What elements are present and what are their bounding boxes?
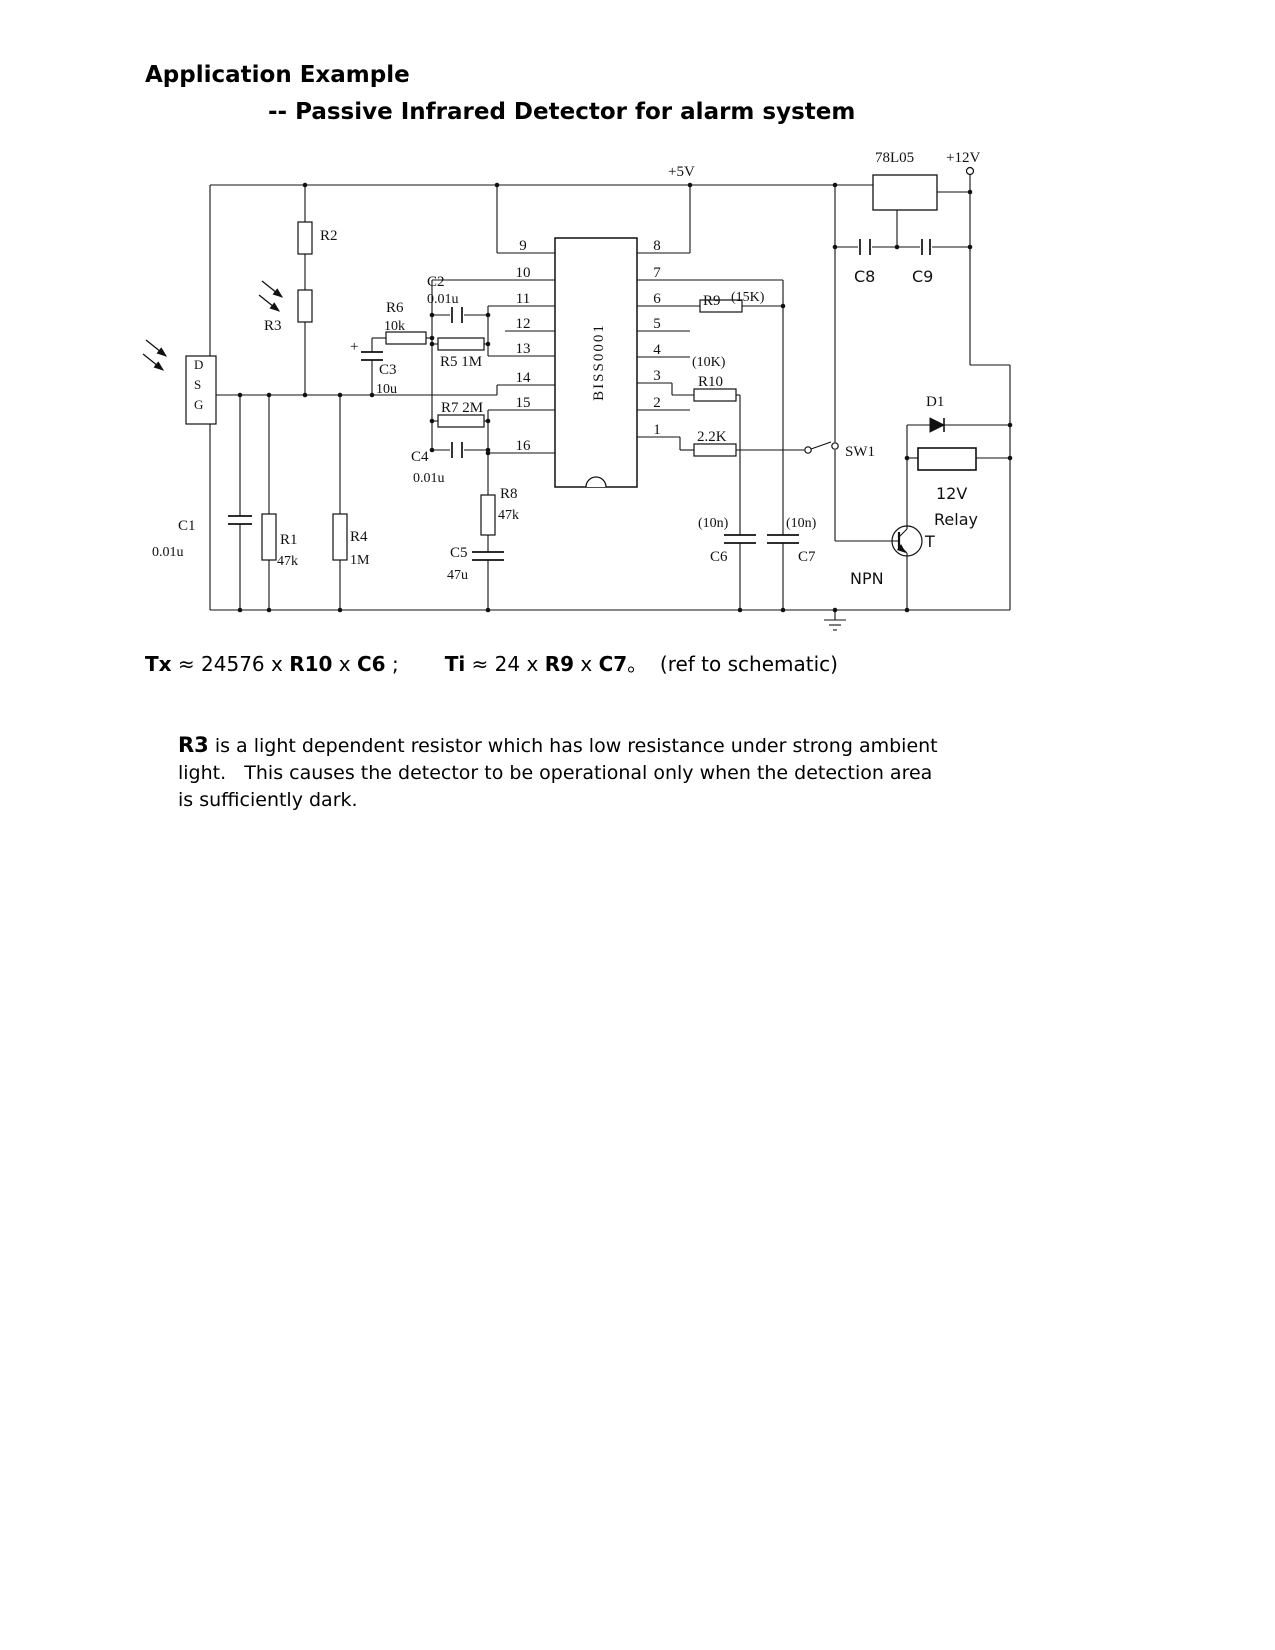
label-r4: R4 [350,529,368,545]
label-r3: R3 [264,318,282,334]
label-c1-value: 0.01u [152,545,184,560]
component-boxes [185,174,977,561]
label-c5: C5 [450,545,468,561]
label-c4-value: 0.01u [413,471,445,486]
label-r7: R7 2M [441,400,483,416]
label-c6-value: (10n) [698,516,729,531]
resistor-r6 [385,331,427,345]
label-c3: C3 [379,362,397,378]
regulator-78l05 [872,174,938,211]
label-d1: D1 [926,394,944,410]
label-relay-voltage: 12V [936,484,967,503]
resistor-r9 [699,299,743,313]
sensor-pin-g: G [194,397,203,412]
label-r6-value: 10k [384,319,405,334]
label-r1-value: 47k [277,554,298,569]
label-r8: R8 [500,486,518,502]
pin-9: 9 [519,238,527,254]
pin-8: 8 [653,238,661,254]
label-npn: NPN [850,569,884,588]
r3-note: R3 is a light dependent resistor which h… [178,733,938,811]
pin-14: 14 [516,370,532,386]
diode-d1 [929,417,946,433]
formula-tx: Tx [145,652,172,676]
label-c5-value: 47u [447,568,468,583]
label-r10: R10 [698,374,723,390]
label-c4: C4 [411,449,429,465]
pin-4: 4 [653,342,661,358]
page-subtitle: -- Passive Infrared Detector for alarm s… [268,99,856,125]
pin-11: 11 [516,291,530,307]
label-c2: C2 [427,274,445,290]
label-c6: C6 [710,549,728,565]
terminals [804,166,975,454]
plus12v-terminal [965,166,975,176]
resistor-r2 [297,221,313,255]
label-sw1: SW1 [845,444,875,460]
label-transistor-t: T [924,532,935,551]
label-r1: R1 [280,532,298,548]
r3-bold: R3 [178,733,209,757]
sw1-contact-a [804,446,812,454]
resistor-r3-ldr [297,289,313,323]
sw1-contact-b [831,442,839,450]
junction-dots [237,182,1013,613]
label-r2: R2 [320,228,338,244]
formula-ti: Ti [444,652,466,676]
pin-3: 3 [653,368,661,384]
label-78l05: 78L05 [875,150,914,166]
relay-coil [917,447,977,471]
ir-arrows [142,280,284,371]
pin-5: 5 [653,316,661,332]
resistor-r5 [437,337,485,351]
label-r5: R5 1M [440,354,482,370]
sensor-pin-d: D [194,357,203,372]
resistor-r10 [693,388,737,402]
label-r10-value: (10K) [692,355,726,370]
label-c2-value: 0.01u [427,292,459,307]
label-r8-value: 47k [498,508,519,523]
pin-1: 1 [653,422,661,438]
label-c7-value: (10n) [786,516,817,531]
ic-part-number: BISS0001 [591,323,607,401]
resistor-r8 [480,494,496,536]
pin-10: 10 [516,265,531,281]
wires [209,175,1011,631]
pin-2: 2 [653,395,661,411]
label-c3-value: 10u [376,382,397,397]
ic-biss0001 [554,237,638,488]
pin-15: 15 [516,395,531,411]
page-title: Application Example [145,62,410,88]
emitter-arrow [897,544,906,553]
label-c7: C7 [798,549,816,565]
label-relay: Relay [934,510,978,529]
label-plus5v: +5V [668,164,695,180]
label-c9: C9 [912,267,933,286]
capacitor-plates [228,239,931,561]
resistor-r1 [261,513,277,561]
resistor-r7 [437,414,485,428]
pir-sensor [185,355,217,425]
label-r9: R9 [703,293,721,309]
resistor-r4 [332,513,348,561]
ic-notch [585,476,607,488]
label-c1: C1 [178,518,196,534]
pin-6: 6 [653,291,661,307]
sensor-pin-s: S [194,377,201,392]
resistor-2k2 [693,443,737,457]
label-r9-value: (15K) [731,290,765,305]
label-plus12v: +12V [946,150,980,166]
label-r4-value: 1M [350,553,370,568]
pin-16: 16 [516,438,532,454]
label-c8: C8 [854,267,875,286]
transistor-npn [891,525,923,557]
label-c3-plus: + [350,339,358,355]
label-2k2: 2.2K [697,429,727,445]
pin-12: 12 [516,316,531,332]
timing-formula: Tx ≈ 24576 x R10 x C6 ;Ti ≈ 24 x R9 x C7… [145,652,838,676]
pin-13: 13 [516,341,531,357]
pin-7: 7 [653,265,661,281]
label-r6: R6 [386,300,404,316]
